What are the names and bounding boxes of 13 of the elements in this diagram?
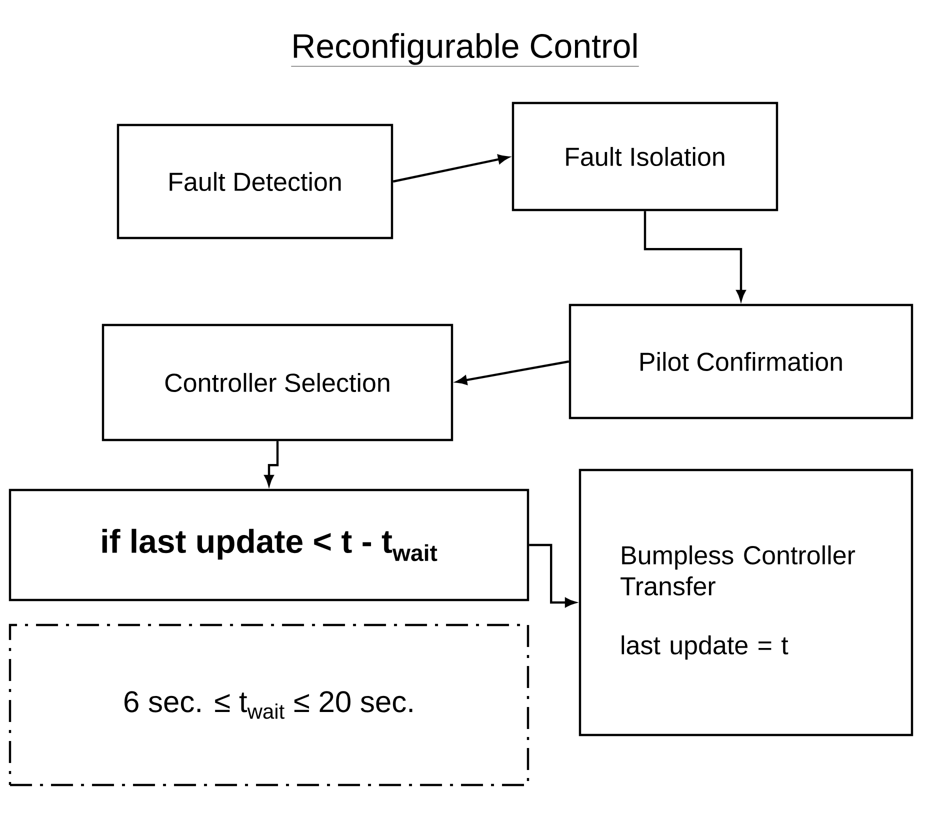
process-box: Fault Detection bbox=[116, 124, 394, 240]
constraint-box: 6 sec. ≤ t$_{wait}$ ≤ 20 sec. bbox=[8, 624, 530, 786]
arrow bbox=[392, 154, 509, 183]
arrow bbox=[644, 211, 746, 301]
process-box: Fault Isolation bbox=[512, 102, 778, 212]
condition-box: if last update < t - t$_{wait}$ bbox=[8, 488, 530, 602]
process-box: Bumpless Controller Transfer last update = t bbox=[578, 468, 914, 736]
arrow bbox=[264, 441, 279, 486]
process-box: Controller Selection bbox=[102, 324, 454, 442]
process-box: Pilot Confirmation bbox=[568, 304, 914, 420]
title: Reconfigurable Control bbox=[290, 33, 640, 66]
arrow bbox=[529, 544, 576, 608]
arrow bbox=[456, 360, 570, 385]
